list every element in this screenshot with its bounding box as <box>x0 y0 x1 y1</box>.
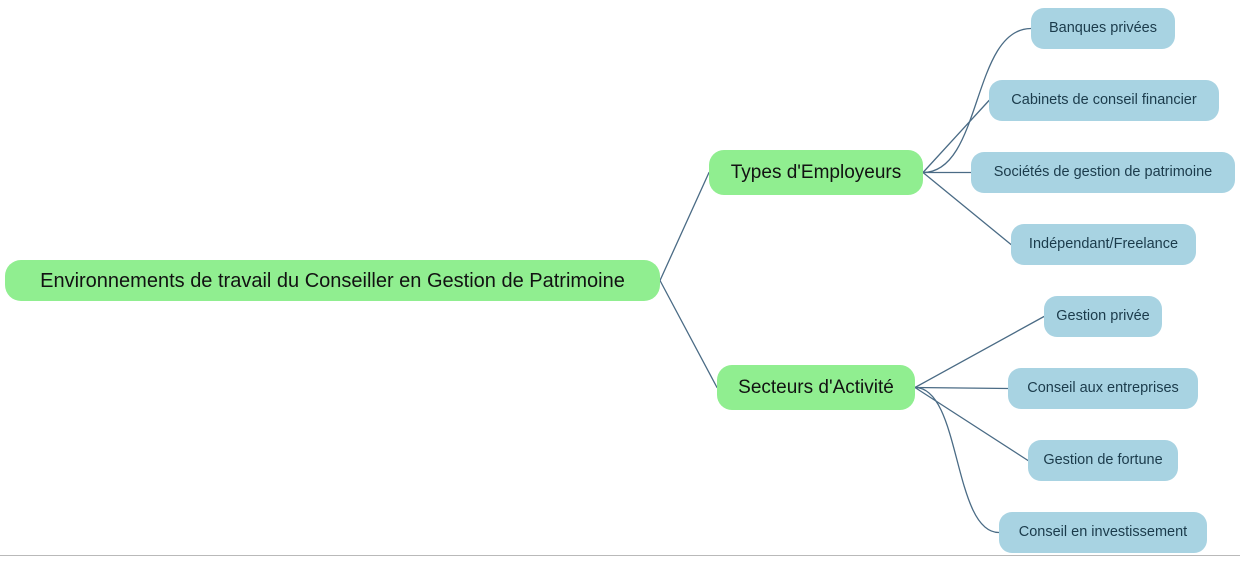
mindmap-leaf-gestion-privee[interactable]: Gestion privée <box>1044 296 1162 337</box>
mindmap-leaf-independant-freelance[interactable]: Indépendant/Freelance <box>1011 224 1196 265</box>
mindmap-branch-types-demployeurs[interactable]: Types d'Employeurs <box>709 150 923 195</box>
connector-branch-1-to-leaf-1 <box>914 386 1009 390</box>
mindmap-leaf-conseil-en-investissement[interactable]: Conseil en investissement <box>999 512 1207 553</box>
mindmap-leaf-cabinets-de-conseil-financier[interactable]: Cabinets de conseil financier <box>989 80 1219 121</box>
mindmap-branch-secteurs-dactivite[interactable]: Secteurs d'Activité <box>717 365 915 410</box>
connector-root-to-branch-1 <box>659 279 718 389</box>
footer-divider <box>0 555 1240 556</box>
mindmap-root-node[interactable]: Environnements de travail du Conseiller … <box>5 260 660 301</box>
mindmap-leaf-conseil-aux-entreprises[interactable]: Conseil aux entreprises <box>1008 368 1198 409</box>
mindmap-leaf-gestion-de-fortune[interactable]: Gestion de fortune <box>1028 440 1178 481</box>
mindmap-leaf-banques-privees[interactable]: Banques privées <box>1031 8 1175 49</box>
connector-branch-1-to-leaf-3 <box>914 386 1000 534</box>
connector-root-to-branch-0 <box>659 171 710 282</box>
mindmap-leaf-societes-de-gestion-de-patrimoine[interactable]: Sociétés de gestion de patrimoine <box>971 152 1235 193</box>
